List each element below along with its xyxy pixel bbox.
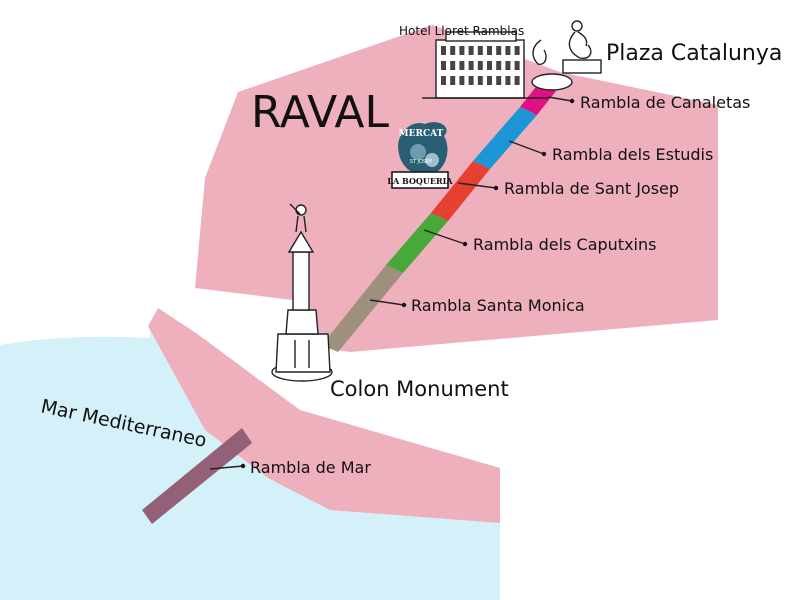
hotel-window (441, 61, 446, 70)
hotel-window (477, 61, 483, 70)
hotel-window (514, 46, 520, 55)
hotel-window (505, 46, 511, 55)
hotel-window (450, 61, 456, 70)
hotel-window (496, 46, 502, 55)
sant-josep-leader-line (457, 182, 497, 189)
hotel-window (468, 46, 474, 55)
rambla-de-canaletas-segment[interactable] (520, 83, 556, 115)
caputxins-leader-line (423, 229, 466, 245)
hotel-window (450, 46, 456, 55)
hotel-window (477, 46, 483, 55)
hotel-window (477, 76, 483, 85)
hotel-window (487, 46, 492, 55)
rambla-de-sant-josep-segment[interactable] (431, 161, 490, 221)
hotel-window (468, 76, 474, 85)
rambla-dels-caputxins-segment[interactable] (386, 213, 448, 273)
plaza-statue-icon[interactable] (531, 20, 602, 91)
port-land[interactable] (148, 308, 500, 523)
hotel-window (459, 76, 465, 85)
rambla-de-mar-leader-line (209, 465, 244, 470)
hotel-window (514, 76, 520, 85)
market-logo-line-top: MERCAT (399, 129, 444, 139)
hotel-window (505, 76, 511, 85)
hotel-window (441, 46, 446, 55)
estudis-leader-line (508, 140, 545, 155)
district-label: RAVAL (251, 87, 389, 138)
hotel-window (459, 61, 465, 70)
colon-monument-icon[interactable] (271, 203, 333, 382)
santa-monica-leader-line (369, 299, 405, 306)
hotel-window (459, 46, 465, 55)
hotel-building-icon[interactable] (422, 31, 548, 99)
hotel-window (487, 76, 492, 85)
plaza-label: Plaza Catalunya (606, 41, 782, 66)
hotel-window (514, 61, 520, 70)
sant-josep-label[interactable]: Rambla de Sant Josep (504, 179, 679, 198)
rambla-dels-estudis-segment[interactable] (473, 107, 537, 169)
monument-label: Colon Monument (330, 377, 509, 401)
hotel-window (505, 61, 511, 70)
hotel-window (496, 61, 502, 70)
hotel-window (496, 76, 502, 85)
market-logo-line-middle: ST JOSEP (410, 159, 433, 165)
hotel-label: Hotel Lloret Ramblas (399, 24, 524, 38)
hotel-window (468, 61, 474, 70)
rambla-de-mar-segment[interactable] (142, 428, 252, 524)
boqueria-market-logo[interactable]: MERCAT ST JOSEP LA BOQUERIA (387, 122, 453, 189)
santa-monica-label[interactable]: Rambla Santa Monica (411, 296, 585, 315)
caputxins-leader-dot (462, 241, 468, 247)
rambla-de-mar-label[interactable]: Rambla de Mar (250, 458, 371, 477)
estudis-label[interactable]: Rambla dels Estudis (552, 145, 713, 164)
rambla-santa-monica-segment[interactable] (322, 265, 403, 352)
santa-monica-leader-dot (401, 302, 407, 308)
hotel-window (450, 76, 456, 85)
hotel-window (441, 76, 446, 85)
caputxins-label[interactable]: Rambla dels Caputxins (473, 235, 656, 254)
canaletas-leader-dot (569, 98, 575, 104)
canaletas-leader-line (547, 96, 573, 102)
canaletas-label[interactable]: Rambla de Canaletas (580, 93, 750, 112)
hotel-window (487, 61, 492, 70)
estudis-leader-dot (541, 151, 547, 157)
market-logo-line-bottom: LA BOQUERIA (387, 176, 453, 186)
rambla-de-mar-leader-dot (240, 463, 246, 469)
sant-josep-leader-dot (493, 185, 499, 191)
